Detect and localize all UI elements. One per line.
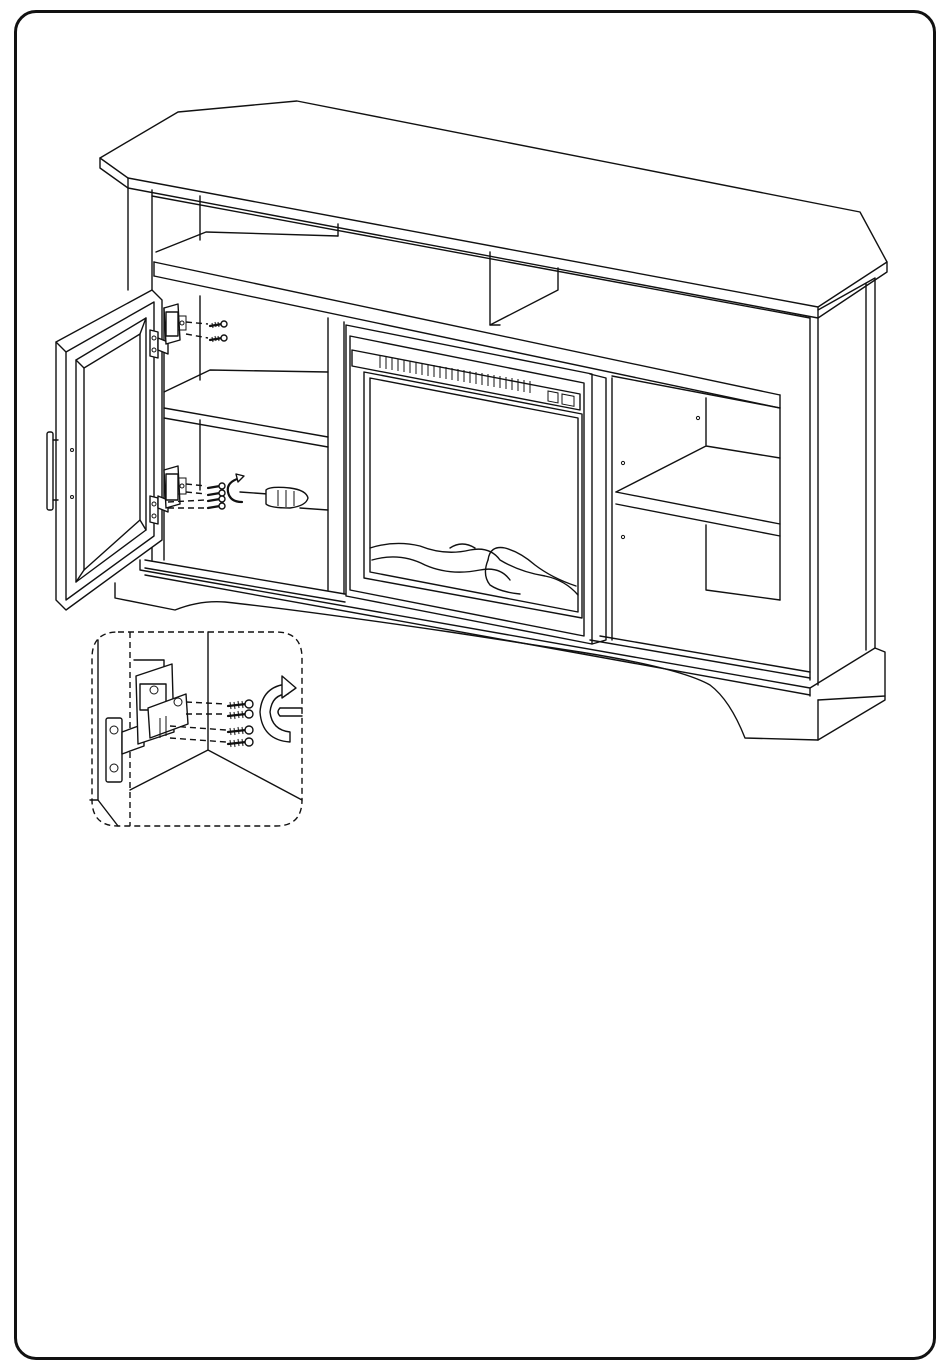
cabinet-top <box>100 101 887 318</box>
cabinet-body <box>128 188 875 685</box>
screwdriver-icon <box>240 487 308 508</box>
rotate-arrow-icon <box>228 474 244 502</box>
screw-icon <box>208 496 225 502</box>
heater-vent-slots <box>380 356 530 393</box>
hinge-icon <box>106 664 188 782</box>
screw-icon <box>208 483 225 489</box>
fireplace-flames <box>370 543 578 595</box>
screw-icon <box>208 490 225 496</box>
screw-icon <box>228 726 253 735</box>
screw-icon <box>228 710 253 719</box>
screw-icon <box>228 700 253 709</box>
detail-inset <box>90 632 302 826</box>
upper-hinge-screws <box>186 321 227 342</box>
open-door <box>47 290 162 610</box>
rotate-arrow-icon <box>260 676 296 742</box>
screw-icon <box>228 738 253 747</box>
screw-icon <box>208 503 225 509</box>
fireplace-insert <box>346 325 606 644</box>
screw-icon <box>210 321 227 328</box>
screw-icon <box>210 335 227 342</box>
